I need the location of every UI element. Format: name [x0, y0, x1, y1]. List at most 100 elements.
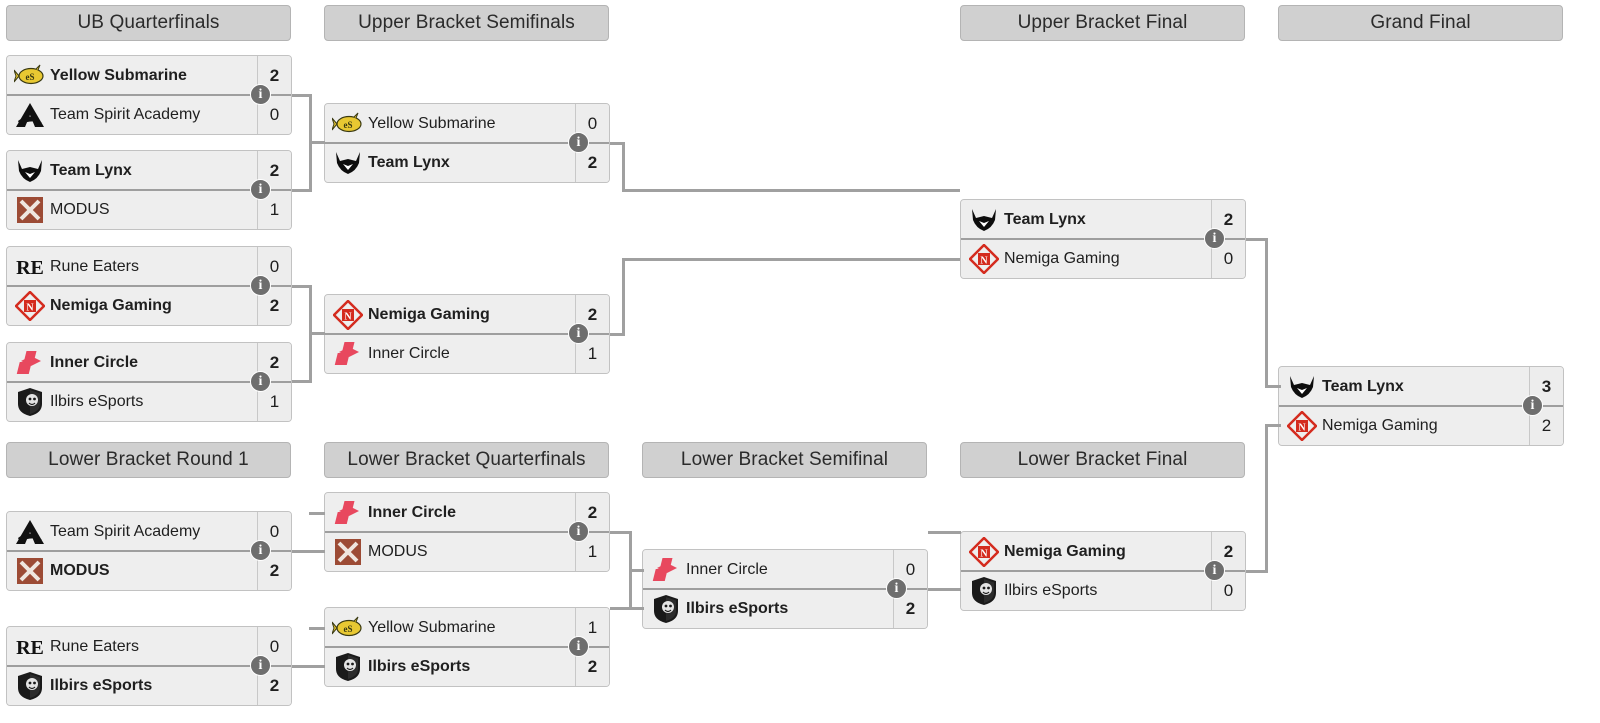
match-row[interactable]: eS Yellow Submarine 1	[325, 608, 609, 647]
match-ub-final[interactable]: Team Lynx 2 N Nemiga Gaming 0 i	[960, 199, 1246, 279]
svg-text:RE: RE	[16, 257, 44, 279]
match-lb-round1-b[interactable]: RE Rune Eaters 0 Ilbirs eSports 2 i	[6, 626, 292, 706]
team-name: Inner Circle	[50, 353, 139, 371]
match-row[interactable]: Team Lynx 2	[961, 200, 1245, 239]
team-name: Team Lynx	[368, 153, 450, 171]
match-ubsf2[interactable]: N Nemiga Gaming 2 Inner Circle 1 i	[324, 294, 610, 374]
match-info-icon[interactable]: i	[1204, 560, 1225, 581]
match-info-icon[interactable]: i	[250, 371, 271, 392]
match-info-icon[interactable]: i	[250, 179, 271, 200]
match-row[interactable]: N Nemiga Gaming 2	[325, 295, 609, 334]
connector	[629, 607, 644, 610]
round-header-label: Lower Bracket Quarterfinals	[347, 449, 586, 470]
nemiga-gaming-logo: N	[964, 535, 1004, 569]
team-name: Team Spirit Academy	[50, 522, 201, 540]
match-ubqf4[interactable]: Inner Circle 2 Ilbirs eSports 1 i	[6, 342, 292, 422]
match-row[interactable]: Inner Circle 2	[325, 493, 609, 532]
match-lb-semifinal[interactable]: Inner Circle 0 Ilbirs eSports 2 i	[642, 549, 928, 629]
round-header-ub-semifinals: Upper Bracket Semifinals	[324, 5, 609, 41]
match-ubsf1[interactable]: eS Yellow Submarine 0 Team Lynx 2 i	[324, 103, 610, 183]
match-info-icon[interactable]: i	[568, 323, 589, 344]
team-score: 0	[1211, 571, 1245, 610]
nemiga-gaming-logo: N	[964, 242, 1004, 276]
match-info-icon[interactable]: i	[568, 521, 589, 542]
connector	[1265, 424, 1268, 573]
match-row[interactable]: MODUS 1	[325, 531, 609, 571]
team-name: Nemiga Gaming	[50, 296, 172, 314]
match-info-icon[interactable]: i	[1522, 395, 1543, 416]
connector	[1246, 570, 1268, 573]
match-grand-final[interactable]: Team Lynx 3 N Nemiga Gaming 2 i	[1278, 366, 1564, 446]
team-name: Team Lynx	[50, 161, 132, 179]
match-lb-quarterfinal-a[interactable]: Inner Circle 2 MODUS 1 i	[324, 492, 610, 572]
connector	[622, 142, 625, 192]
svg-text:N: N	[26, 302, 34, 313]
match-info-icon[interactable]: i	[250, 84, 271, 105]
match-row[interactable]: Ilbirs eSports 2	[7, 665, 291, 705]
match-lb-final[interactable]: N Nemiga Gaming 2 Ilbirs eSports 0 i	[960, 531, 1246, 611]
match-info-icon[interactable]: i	[886, 578, 907, 599]
round-header-label: Lower Bracket Final	[1017, 449, 1188, 470]
team-name: Team Lynx	[1322, 377, 1404, 395]
team-name: Nemiga Gaming	[1004, 249, 1120, 267]
match-lb-quarterfinal-b[interactable]: eS Yellow Submarine 1 Ilbirs eSports 2 i	[324, 607, 610, 687]
connector	[610, 142, 625, 145]
round-header-lb-quarterfinals: Lower Bracket Quarterfinals	[324, 442, 609, 478]
team-name: MODUS	[50, 200, 110, 218]
round-header-label: Upper Bracket Semifinals	[358, 12, 575, 33]
match-row[interactable]: Ilbirs eSports 2	[643, 588, 927, 628]
connector	[292, 285, 312, 288]
match-row[interactable]: Inner Circle 2	[7, 343, 291, 382]
svg-text:RE: RE	[16, 637, 44, 659]
match-info-icon[interactable]: i	[568, 132, 589, 153]
match-info-icon[interactable]: i	[250, 275, 271, 296]
match-row[interactable]: RE Rune Eaters 0	[7, 247, 291, 286]
match-ubqf2[interactable]: Team Lynx 2 MODUS 1 i	[6, 150, 292, 230]
team-score: 2	[575, 295, 609, 334]
match-row[interactable]: Team Lynx 2	[325, 142, 609, 182]
team-name: Yellow Submarine	[50, 66, 187, 84]
modus-logo	[10, 193, 50, 227]
match-info-icon[interactable]: i	[568, 636, 589, 657]
team-lynx-logo	[964, 203, 1004, 237]
yellow-submarine-logo: eS	[328, 611, 368, 645]
svg-text:eS: eS	[344, 624, 353, 634]
match-row[interactable]: Inner Circle 1	[325, 333, 609, 373]
match-info-icon[interactable]: i	[1204, 228, 1225, 249]
match-row[interactable]: MODUS 2	[7, 550, 291, 590]
match-info-icon[interactable]: i	[250, 655, 271, 676]
team-name: MODUS	[50, 561, 110, 579]
team-name: Team Spirit Academy	[50, 105, 201, 123]
match-row[interactable]: Team Spirit Academy 0	[7, 94, 291, 134]
team-name: Ilbirs eSports	[50, 676, 153, 694]
match-row[interactable]: N Nemiga Gaming 2	[961, 532, 1245, 571]
match-row[interactable]: Inner Circle 0	[643, 550, 927, 589]
match-row[interactable]: Ilbirs eSports 1	[7, 381, 291, 421]
match-row[interactable]: N Nemiga Gaming 2	[1279, 405, 1563, 445]
match-row[interactable]: Team Lynx 3	[1279, 367, 1563, 406]
match-row[interactable]: Team Lynx 2	[7, 151, 291, 190]
team-name: Yellow Submarine	[368, 114, 496, 132]
match-row[interactable]: N Nemiga Gaming 0	[961, 238, 1245, 278]
match-row[interactable]: RE Rune Eaters 0	[7, 627, 291, 666]
round-header-ub-quarterfinals: UB Quarterfinals	[6, 5, 291, 41]
connector	[928, 588, 961, 591]
match-row[interactable]: eS Yellow Submarine 0	[325, 104, 609, 143]
match-row[interactable]: eS Yellow Submarine 2	[7, 56, 291, 95]
match-row[interactable]: Ilbirs eSports 0	[961, 570, 1245, 610]
match-ubqf1[interactable]: eS Yellow Submarine 2 Team Spirit Academ…	[6, 55, 292, 135]
match-row[interactable]: Team Spirit Academy 0	[7, 512, 291, 551]
inner-circle-logo	[328, 337, 368, 371]
match-lb-round1-a[interactable]: Team Spirit Academy 0 MODUS 2 i	[6, 511, 292, 591]
match-row[interactable]: Ilbirs eSports 2	[325, 646, 609, 686]
match-row[interactable]: N Nemiga Gaming 2	[7, 285, 291, 325]
connector	[292, 380, 312, 383]
match-info-icon[interactable]: i	[250, 540, 271, 561]
connector	[622, 258, 960, 261]
connector	[1265, 385, 1281, 388]
ilbirs-esports-logo	[646, 592, 686, 626]
match-row[interactable]: MODUS 1	[7, 189, 291, 229]
match-ubqf3[interactable]: RE Rune Eaters 0 N Nemiga Gaming 2 i	[6, 246, 292, 326]
team-name: Ilbirs eSports	[1004, 581, 1098, 599]
